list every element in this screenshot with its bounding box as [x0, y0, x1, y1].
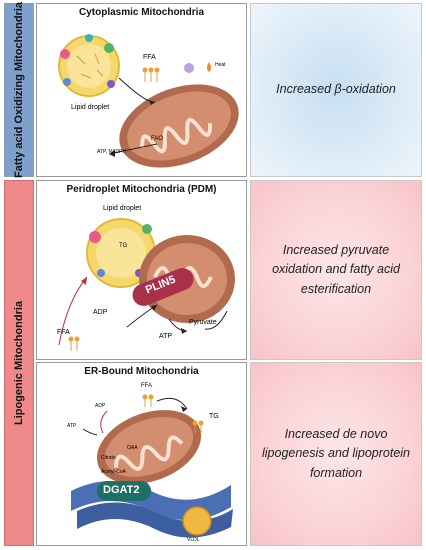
pdm-illustration	[58, 218, 235, 351]
tg-label: TG	[119, 243, 128, 249]
pdm-title: Peridroplet Mitochondria (PDM)	[66, 184, 217, 195]
tg-label: TG	[209, 413, 219, 420]
adp-label: ADP	[93, 309, 108, 316]
dgat2-label: DGAT2	[103, 484, 140, 496]
er-bound-panel: ER-Bound Mitochondria FFA ADP ATP TG OAA…	[36, 362, 247, 546]
atp-nadph-label: ATP, NADPH	[97, 149, 126, 155]
cytoplasmic-illustration	[58, 34, 239, 168]
lipid-droplet-label: Lipid droplet	[103, 205, 142, 212]
citrate-label: Citrate	[101, 455, 116, 461]
acetyl-coa-label: Acetyl-CoA	[101, 469, 127, 475]
oaa-label: OAA	[127, 445, 138, 451]
er-bound-illustration	[71, 394, 233, 538]
pdm-panel: Peridroplet Mitochondria (PDM) Lipid dro…	[36, 180, 247, 360]
ffa-label: FFA	[143, 54, 156, 61]
cytoplasmic-panel: Cytoplasmic Mitochondria FFA Heat Lipid …	[36, 3, 247, 177]
lipogenic-sidebar-label: Lipogenic Mitochondria	[13, 300, 25, 426]
er-description: Increased de novo lipogenesis and lipopr…	[261, 426, 411, 480]
fao-sidebar: Fatty acid Oxidizing Mitochondria	[4, 1, 34, 179]
vldl-label: VLDL	[187, 537, 200, 543]
ffa-label: FFA	[141, 383, 153, 389]
adp-label: ADP	[95, 403, 106, 409]
fao-label: FAO	[151, 136, 164, 142]
atp-label: ATP	[67, 423, 77, 429]
fao-description-box: Increased β-oxidation	[250, 3, 422, 177]
atp-label: ATP	[159, 333, 173, 340]
lipid-droplet-label: Lipid droplet	[71, 104, 110, 111]
er-description-box: Increased de novo lipogenesis and lipopr…	[250, 362, 422, 546]
er-bound-title: ER-Bound Mitochondria	[84, 366, 199, 377]
ffa-label: FFA	[57, 329, 70, 336]
heat-label: Heat	[215, 62, 226, 68]
pdm-description: Increased pyruvate oxidation and fatty a…	[272, 242, 400, 296]
pdm-description-box: Increased pyruvate oxidation and fatty a…	[250, 180, 422, 360]
cytoplasmic-title: Cytoplasmic Mitochondria	[78, 7, 204, 18]
pyruvate-label: Pyruvate	[189, 319, 217, 326]
lipogenic-sidebar: Lipogenic Mitochondria	[4, 180, 34, 546]
fao-sidebar-label: Fatty acid Oxidizing Mitochondria	[13, 1, 25, 179]
fao-description: Increased β-oxidation	[276, 82, 396, 97]
